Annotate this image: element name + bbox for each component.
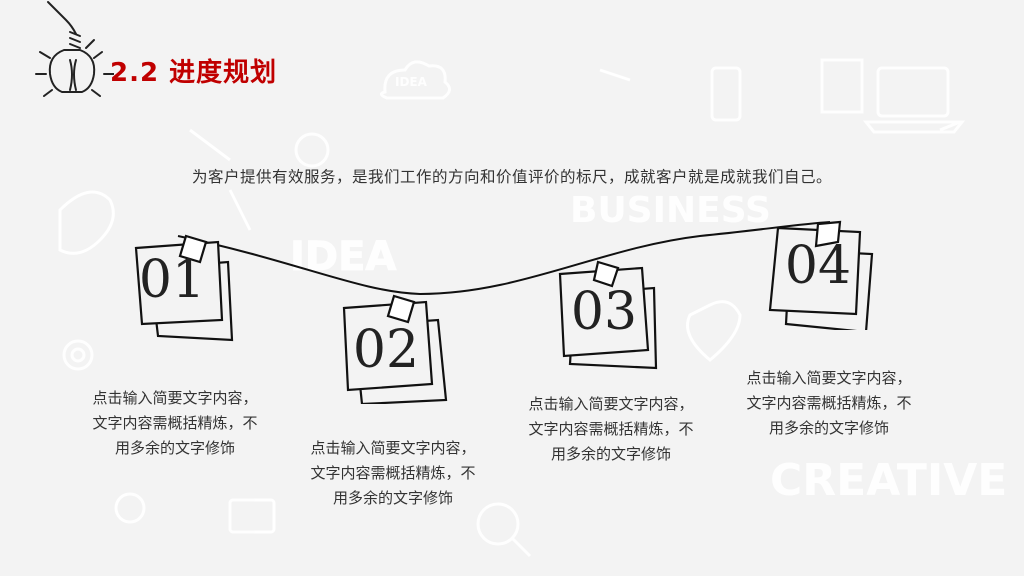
lightbulb-icon bbox=[35, 1, 114, 97]
step-description-02[interactable]: 点击输入简要文字内容，文字内容需概括精炼，不用多余的文字修饰 bbox=[310, 439, 476, 507]
sticky-note-icon bbox=[342, 294, 448, 404]
bg-word-business: BUSINESS bbox=[570, 190, 771, 231]
step-description-04[interactable]: 点击输入简要文字内容，文字内容需概括精炼，不用多余的文字修饰 bbox=[746, 369, 912, 437]
sticky-note-icon bbox=[768, 220, 874, 330]
page-title: 2.2 进度规划 bbox=[110, 58, 278, 88]
step-card-04: 04 bbox=[766, 220, 876, 330]
step-description-03[interactable]: 点击输入简要文字内容，文字内容需概括精炼，不用多余的文字修饰 bbox=[528, 395, 694, 463]
sticky-note-icon bbox=[558, 260, 658, 370]
intro-text: 为客户提供有效服务，是我们工作的方向和价值评价的标尺，成就客户就是成就我们自己。 bbox=[191, 168, 832, 186]
step-card-01: 01 bbox=[128, 232, 238, 342]
step-card-03: 03 bbox=[554, 260, 664, 370]
step-number: 04 bbox=[784, 236, 852, 296]
step-number: 01 bbox=[138, 250, 206, 310]
step-number: 03 bbox=[570, 282, 638, 342]
step-number: 02 bbox=[352, 320, 420, 380]
step-description-01[interactable]: 点击输入简要文字内容，文字内容需概括精炼，不用多余的文字修饰 bbox=[92, 389, 258, 457]
bg-word-creative: CREATIVE bbox=[770, 455, 1007, 506]
bg-word-idea-small: IDEA bbox=[395, 75, 428, 89]
step-card-02: 02 bbox=[340, 294, 450, 404]
sticky-note-icon bbox=[134, 234, 234, 342]
bg-word-idea: IDEA bbox=[290, 234, 396, 280]
